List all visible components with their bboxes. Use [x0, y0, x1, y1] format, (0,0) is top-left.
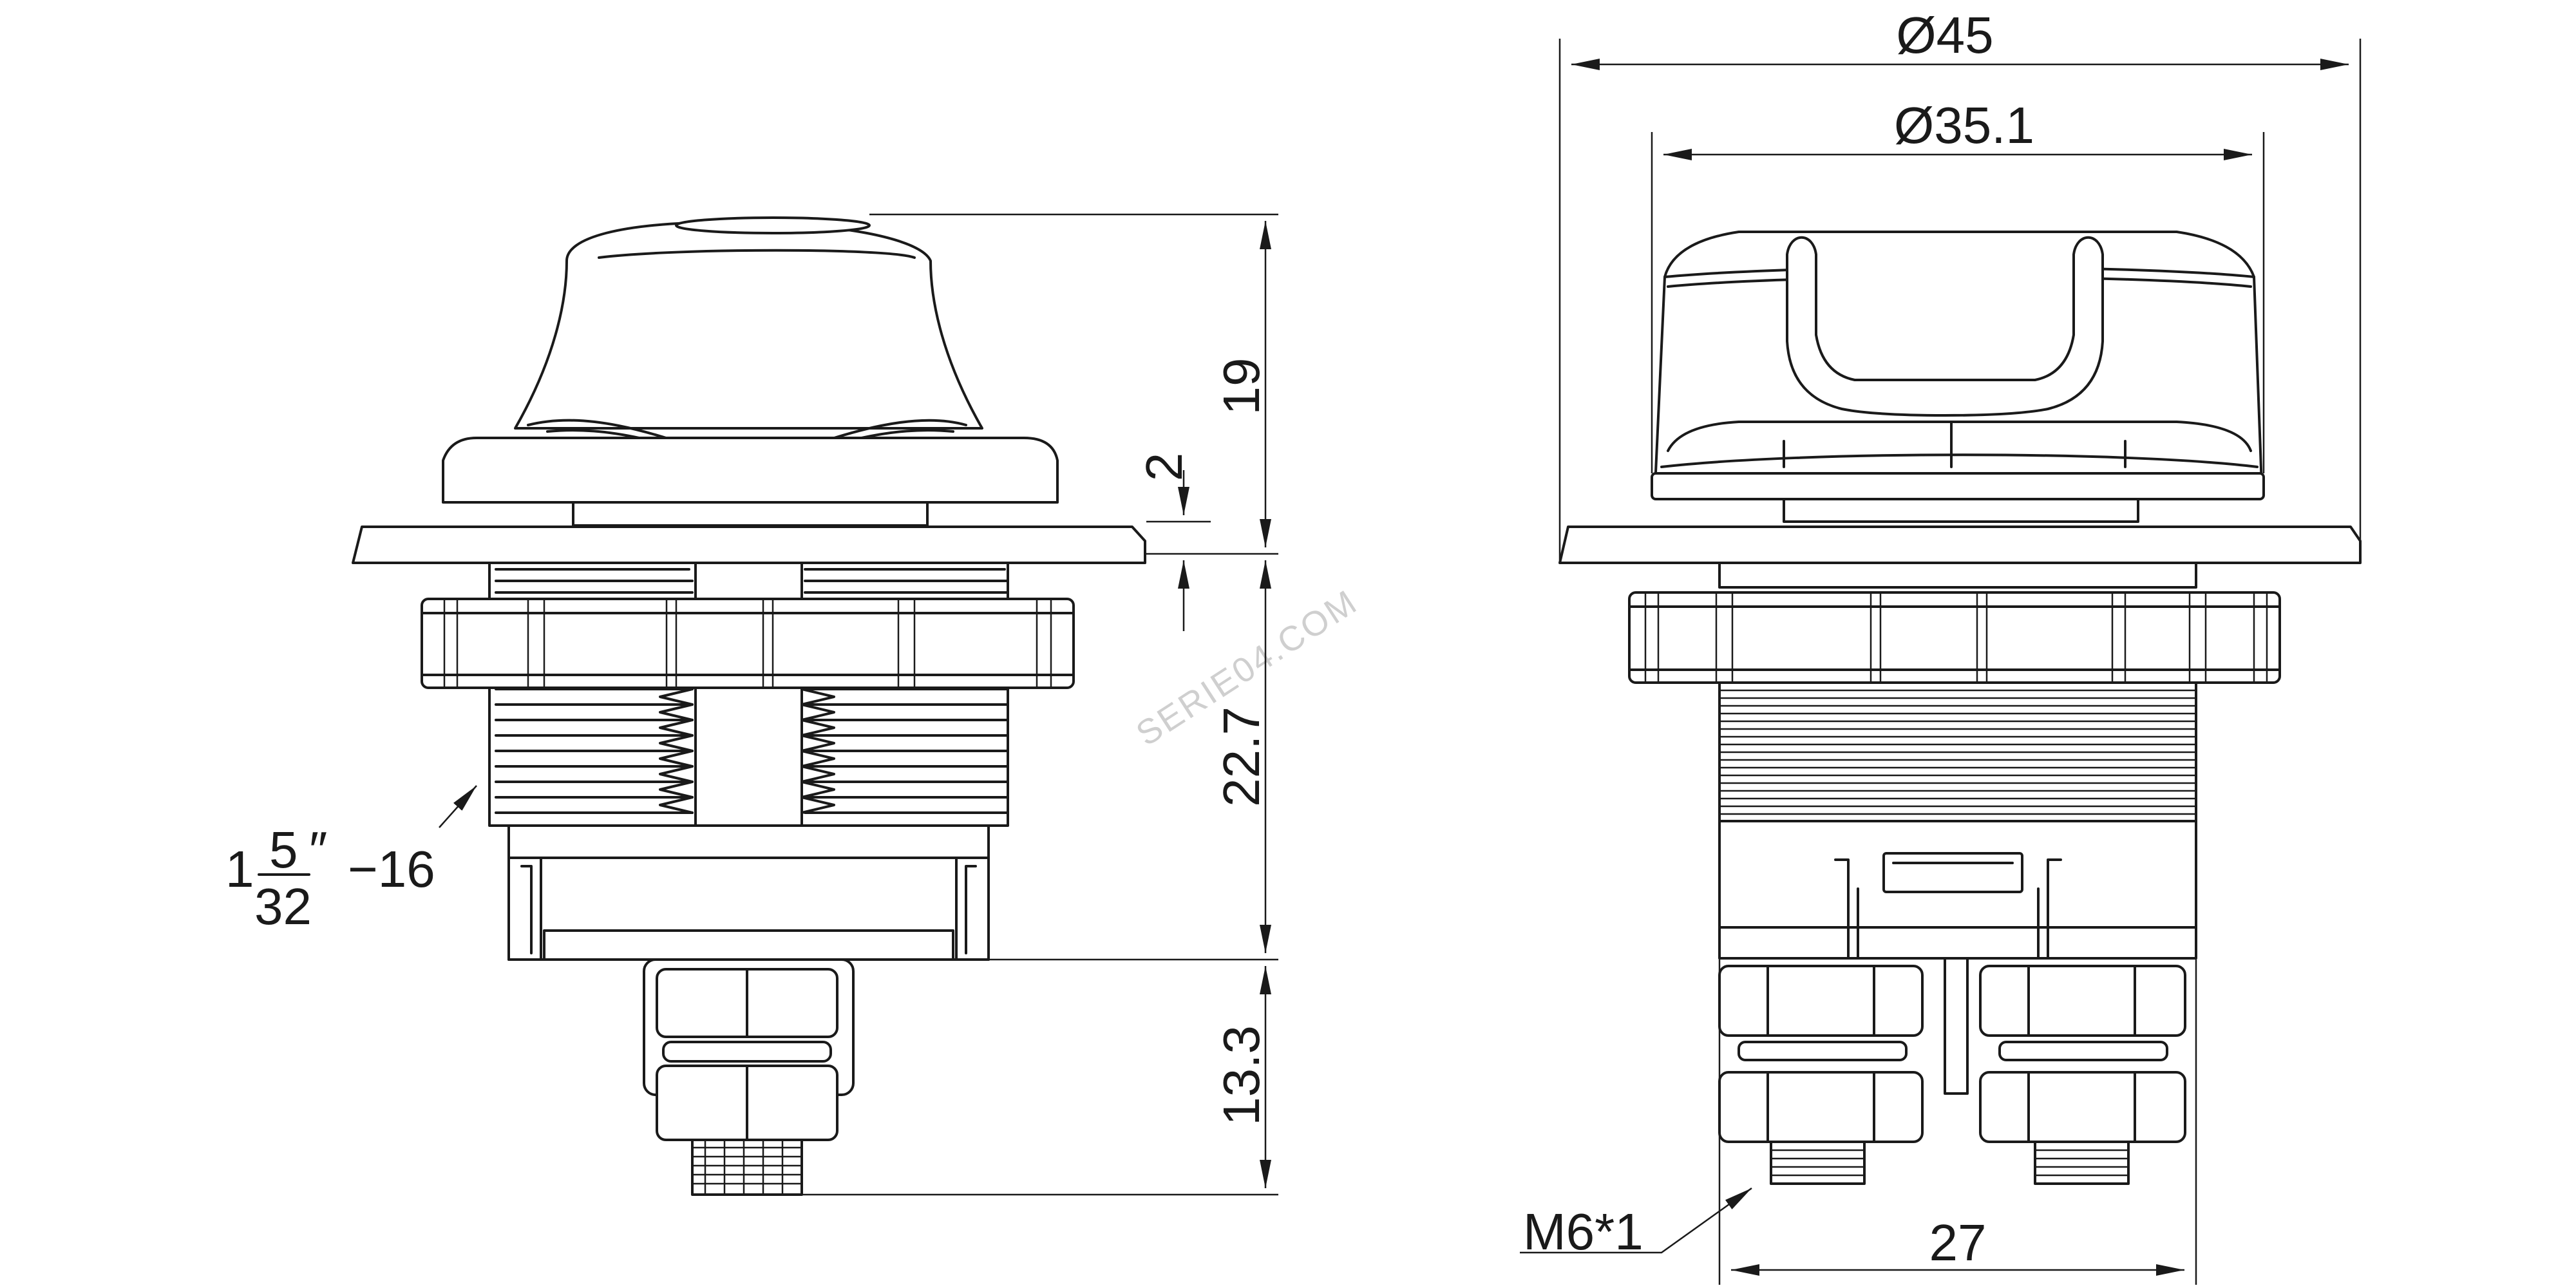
terminal-stud [643, 958, 855, 1196]
knob-cap [514, 216, 983, 471]
front-threaded-body [1718, 681, 2197, 822]
dim-terminal-length: 13.3 [1213, 1025, 1270, 1126]
front-lower-housing [1718, 820, 2197, 1095]
front-dimension-lines [1520, 39, 2362, 1285]
front-view: Ø45 Ø35.1 27 M6*1 [1520, 6, 2362, 1285]
front-plate-neck [1783, 498, 2139, 523]
knob [1651, 231, 2265, 500]
thread-whole: 1 [225, 840, 254, 898]
ring-nut [421, 598, 1075, 689]
front-ring-nut [1628, 591, 2281, 684]
dim-body-length: 22.7 [1213, 706, 1270, 807]
lower-housing [507, 824, 990, 961]
dim-terminal-spacing: 27 [1929, 1214, 1987, 1271]
side-dimension-lines [802, 213, 1278, 1196]
terminal-left [1718, 965, 1924, 1185]
thread-callout: 1 5 32 ″ −16 [225, 785, 477, 935]
dim-outer-diameter: Ø45 [1896, 6, 1993, 64]
stud-thread-label: M6*1 [1523, 1203, 1643, 1260]
terminal-right [1979, 965, 2186, 1185]
side-view: 19 2 22.7 13.3 1 5 32 ″ −16 [225, 213, 1278, 1196]
plate-neck [572, 501, 929, 527]
dim-overall-height: 19 [1213, 358, 1270, 415]
top-plate [442, 437, 1059, 504]
dim-flange-thickness: 2 [1135, 453, 1193, 482]
thread-denominator: 32 [254, 878, 312, 935]
front-mounting-flange [1558, 526, 2362, 564]
thread-numerator: 5 [269, 821, 298, 878]
dim-knob-diameter: Ø35.1 [1894, 97, 2034, 154]
front-collar [1718, 562, 2197, 589]
thread-unit: ″ [309, 821, 327, 878]
thread-pitch: −16 [348, 840, 435, 898]
mounting-flange [352, 526, 1146, 564]
